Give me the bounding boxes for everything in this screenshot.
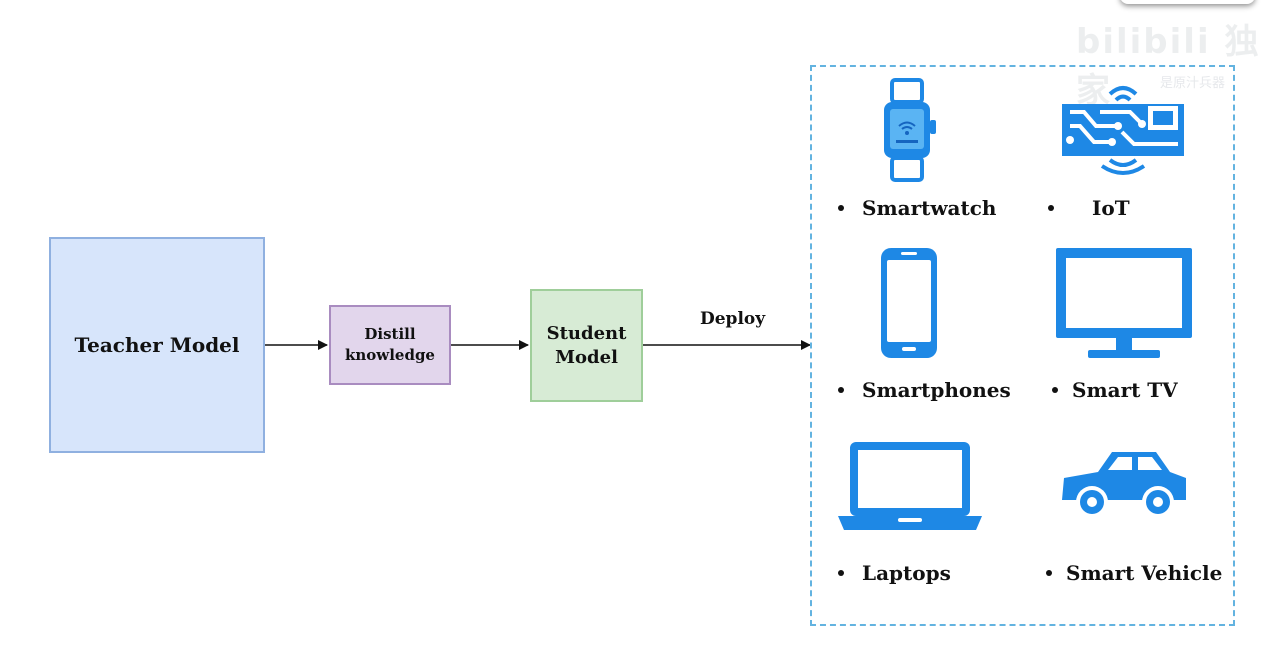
bullet-icon	[838, 204, 844, 211]
device-label-smart-tv: Smart TV	[1052, 378, 1178, 402]
teacher-model-node: Teacher Model	[49, 237, 265, 453]
device-label-smart-vehicle: Smart Vehicle	[1046, 561, 1222, 585]
tv-icon	[1056, 248, 1192, 358]
device-label-laptops: Laptops	[838, 561, 951, 585]
device-label-iot: IoT	[1048, 196, 1130, 220]
iot-circuit-icon	[1062, 86, 1184, 175]
laptop-icon	[838, 442, 982, 530]
distill-label-line2: knowledge	[345, 346, 435, 364]
watermark-bar	[1120, 0, 1255, 4]
bullet-icon	[1048, 204, 1054, 211]
teacher-model-label: Teacher Model	[74, 333, 240, 357]
device-panel	[810, 65, 1235, 626]
student-model-node: Student Model	[530, 289, 643, 402]
bullet-icon	[838, 569, 844, 576]
deploy-label: Deploy	[700, 309, 766, 329]
bullet-icon	[838, 386, 844, 393]
car-icon	[1062, 452, 1186, 518]
bullet-icon	[1046, 569, 1052, 576]
smartwatch-icon	[884, 78, 936, 182]
watermark-subtitle: 是原汁兵器	[1160, 76, 1226, 91]
distill-label-line1: Distill	[364, 325, 416, 343]
device-label-smartphones: Smartphones	[838, 378, 1011, 402]
smartphone-icon	[881, 248, 937, 358]
student-label-line2: Model	[555, 346, 618, 368]
distill-knowledge-node: Distill knowledge	[329, 305, 451, 385]
student-label-line1: Student	[546, 322, 627, 344]
bullet-icon	[1052, 386, 1058, 393]
device-label-smartwatch: Smartwatch	[838, 196, 996, 220]
